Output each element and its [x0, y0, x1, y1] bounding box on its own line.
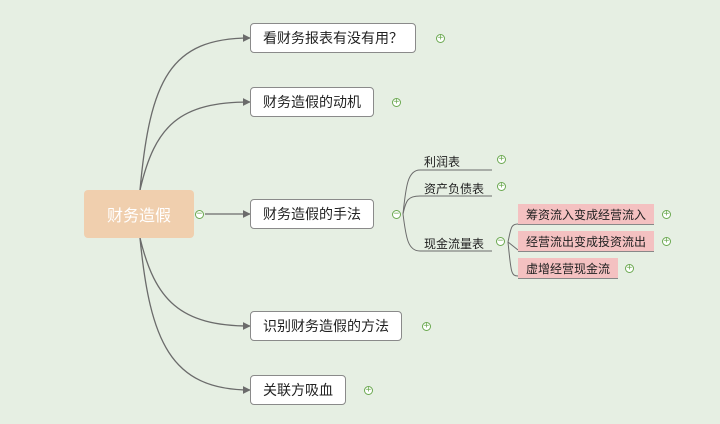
connector-2	[139, 98, 251, 191]
expand-icon[interactable]: +	[662, 209, 671, 219]
cashflow-label: 虚增经营现金流	[526, 261, 611, 276]
collapse-icon[interactable]: −	[392, 209, 401, 219]
method-connector-3	[402, 213, 492, 252]
cashflow-connector-1	[507, 223, 519, 243]
expand-icon[interactable]: +	[364, 385, 373, 395]
branch-useful[interactable]: 看财务报表有没有用？	[250, 23, 416, 53]
expand-icon[interactable]: +	[436, 33, 445, 43]
branch-label: 识别财务造假的方法	[263, 319, 389, 335]
cashflow-item-financing-to-operating[interactable]: 筹资流入变成经营流入	[518, 204, 655, 225]
cashflow-item-inflated-operating[interactable]: 虚增经营现金流	[518, 258, 619, 279]
expand-icon[interactable]: +	[497, 181, 506, 191]
root-label: 财务造假	[106, 206, 171, 225]
branch-label: 关联方吸血	[263, 383, 333, 399]
collapse-icon[interactable]: −	[195, 209, 204, 219]
branch-motive[interactable]: 财务造假的动机	[250, 87, 374, 117]
branch-label: 财务造假的动机	[263, 95, 361, 111]
branch-related-party[interactable]: 关联方吸血	[250, 375, 346, 405]
cashflow-label: 筹资流入变成经营流入	[526, 207, 647, 222]
method-connector-1	[402, 169, 492, 215]
connector-5	[139, 237, 251, 394]
branch-label: 看财务报表有没有用？	[263, 31, 403, 47]
method-connector-2	[402, 195, 492, 215]
method-label: 利润表	[424, 155, 461, 169]
method-cash-flow-statement[interactable]: 现金流量表	[424, 235, 484, 252]
collapse-icon[interactable]: −	[496, 236, 505, 246]
expand-icon[interactable]: +	[662, 236, 671, 246]
root-node[interactable]: 财务造假	[84, 190, 194, 238]
method-label: 资产负债表	[424, 182, 485, 196]
branch-technique[interactable]: 财务造假的手法	[250, 199, 374, 229]
expand-icon[interactable]: +	[625, 263, 634, 273]
cashflow-item-operating-to-investing[interactable]: 经营流出变成投资流出	[518, 231, 655, 252]
connector-4	[139, 237, 251, 330]
method-label: 现金流量表	[424, 237, 485, 251]
cashflow-connector-2	[507, 241, 519, 251]
expand-icon[interactable]: +	[422, 321, 431, 331]
branch-label: 财务造假的手法	[263, 207, 361, 223]
cashflow-connector-3	[507, 241, 519, 277]
expand-icon[interactable]: +	[392, 97, 401, 107]
branch-identify[interactable]: 识别财务造假的方法	[250, 311, 402, 341]
method-balance-sheet[interactable]: 资产负债表	[424, 180, 484, 197]
cashflow-label: 经营流出变成投资流出	[526, 234, 647, 249]
expand-icon[interactable]: +	[497, 154, 506, 164]
method-income-statement[interactable]: 利润表	[424, 153, 460, 170]
connector-1	[139, 34, 251, 191]
